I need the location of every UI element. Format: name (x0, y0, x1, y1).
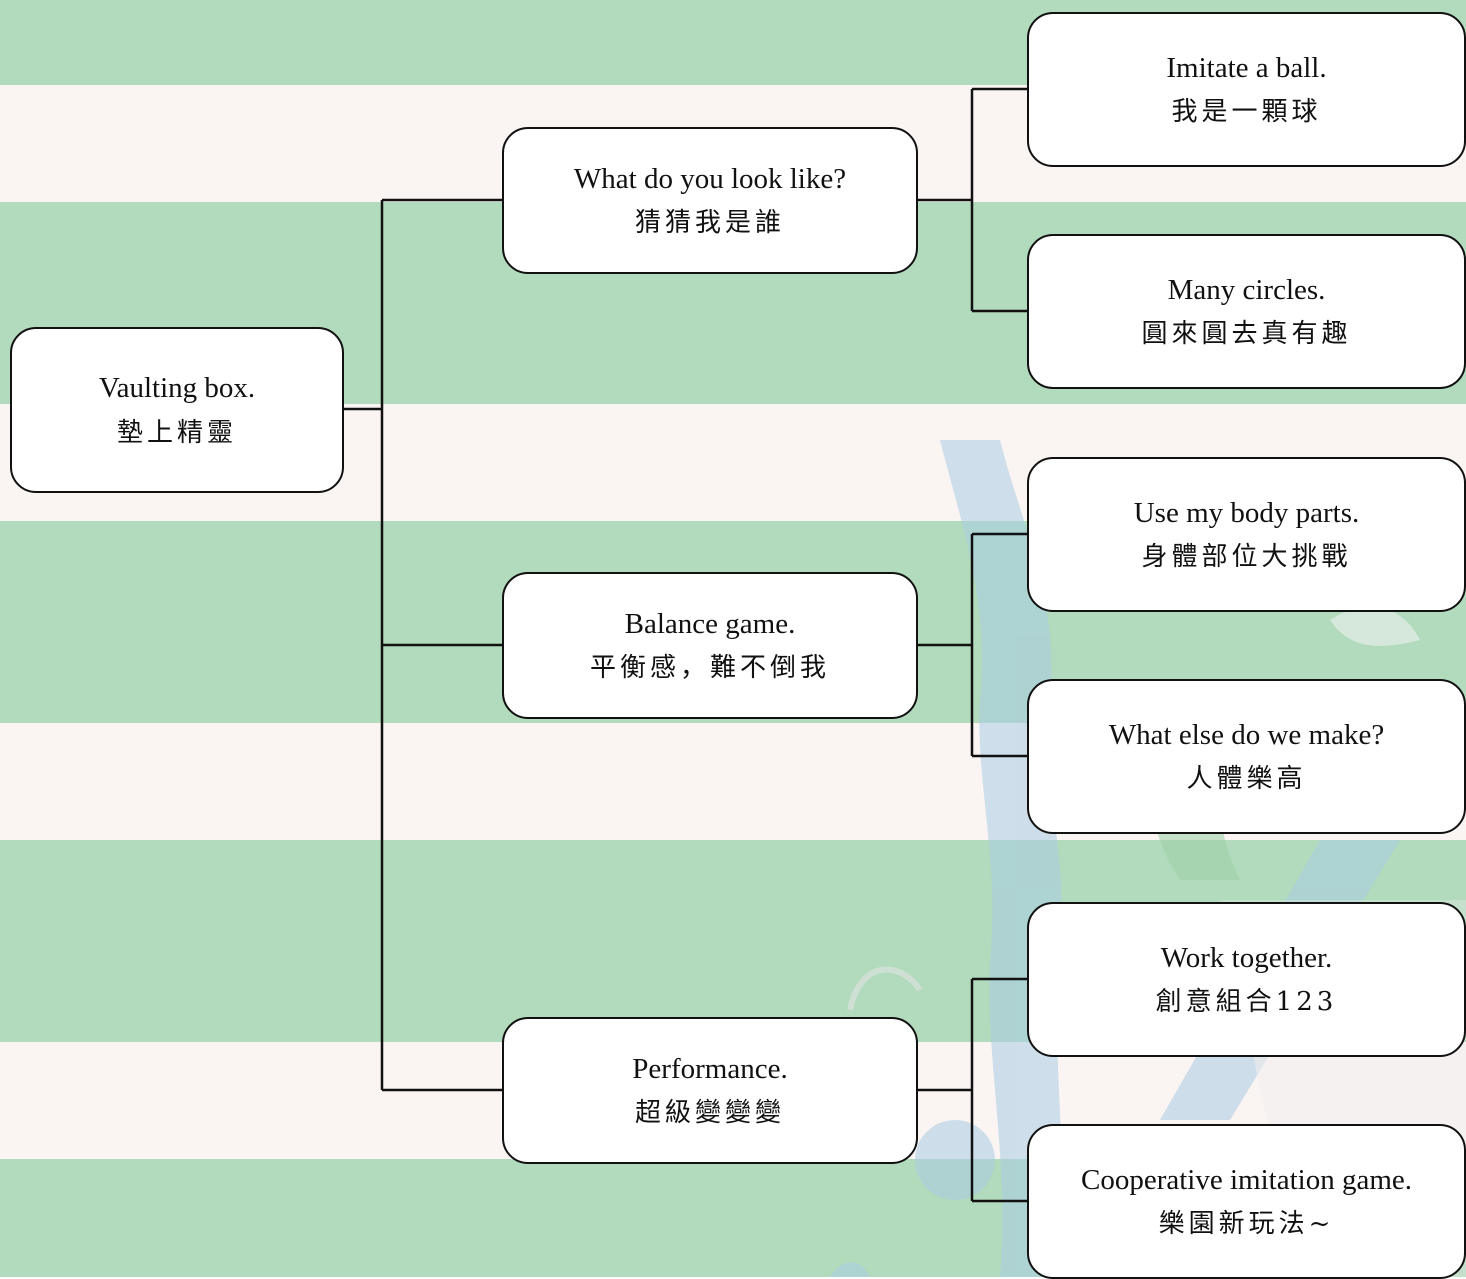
branch-node-english: Balance game. (624, 607, 796, 640)
leaf-node-english: Use my body parts. (1133, 496, 1360, 529)
branch-node-balance-game: Balance game. 平衡感，難不倒我 (502, 572, 918, 719)
leaf-node-english: Many circles. (1167, 273, 1326, 306)
leaf-node-many-circles: Many circles. 圓來圓去真有趣 (1027, 234, 1466, 389)
leaf-node-english: Work together. (1160, 941, 1333, 974)
branch-node-chinese: 超級變變變 (634, 1098, 785, 1129)
branch-node-chinese: 猜猜我是誰 (634, 208, 785, 239)
leaf-node-cooperative-imitation: Cooperative imitation game. 樂園新玩法~ (1027, 1124, 1466, 1279)
branch-node-look-like: What do you look like? 猜猜我是誰 (502, 127, 918, 274)
leaf-node-chinese: 我是一顆球 (1171, 97, 1322, 128)
branch-node-english: Performance. (632, 1052, 788, 1085)
branch-node-chinese: 平衡感，難不倒我 (589, 653, 830, 684)
leaf-node-chinese: 人體樂高 (1186, 764, 1307, 795)
leaf-node-imitate-ball: Imitate a ball. 我是一顆球 (1027, 12, 1466, 167)
leaf-node-body-parts: Use my body parts. 身體部位大挑戰 (1027, 457, 1466, 612)
branch-node-performance: Performance. 超級變變變 (502, 1017, 918, 1164)
leaf-node-english: What else do we make? (1108, 718, 1385, 751)
branch-node-english: What do you look like? (573, 162, 847, 195)
leaf-node-chinese: 創意組合123 (1155, 987, 1338, 1018)
leaf-node-what-else: What else do we make? 人體樂高 (1027, 679, 1466, 834)
root-node: Vaulting box. 墊上精靈 (10, 327, 344, 493)
root-node-english: Vaulting box. (98, 372, 256, 404)
leaf-node-chinese: 圓來圓去真有趣 (1141, 319, 1352, 350)
leaf-node-english: Imitate a ball. (1166, 51, 1327, 84)
leaf-node-chinese: 身體部位大挑戰 (1141, 542, 1352, 573)
leaf-node-chinese: 樂園新玩法~ (1158, 1209, 1335, 1240)
root-node-chinese: 墊上精靈 (116, 417, 237, 448)
leaf-node-english: Cooperative imitation game. (1081, 1163, 1412, 1196)
leaf-node-work-together: Work together. 創意組合123 (1027, 902, 1466, 1057)
